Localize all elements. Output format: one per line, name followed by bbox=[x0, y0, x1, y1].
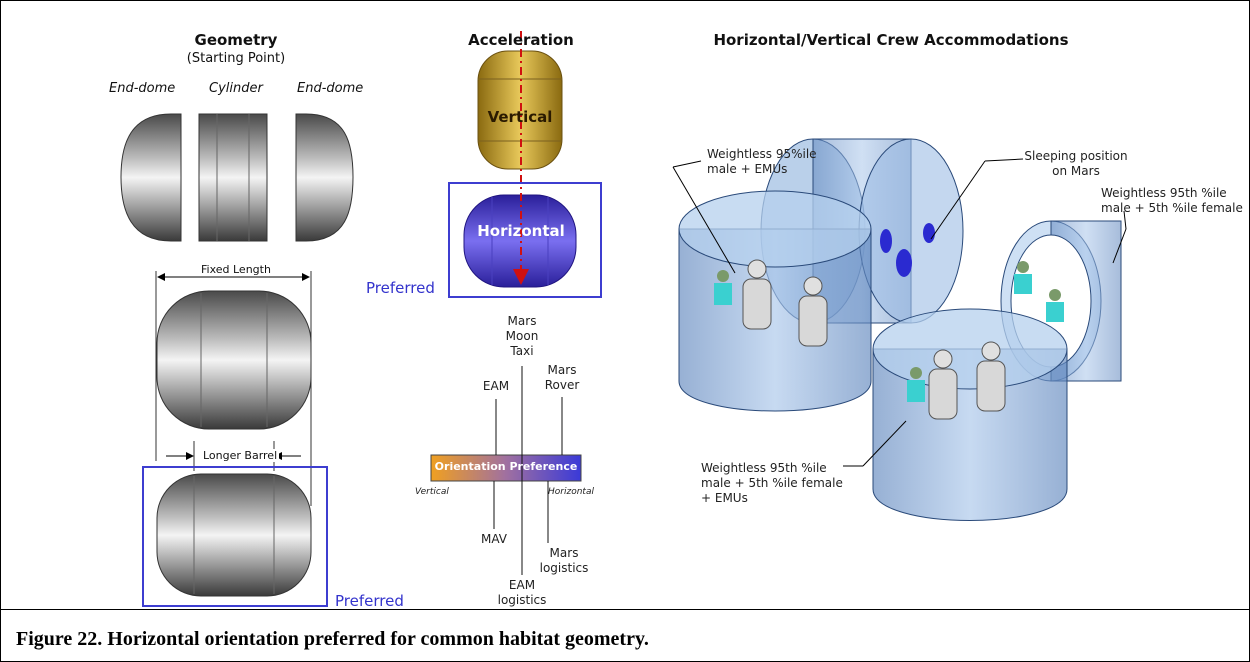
longer-barrel-preferred-box bbox=[142, 466, 328, 607]
orientation-mav: MAV bbox=[480, 532, 507, 546]
end-dome-right-label: End-dome bbox=[297, 81, 364, 96]
end-dome-left-label: End-dome bbox=[109, 81, 176, 96]
caption-divider bbox=[1, 609, 1249, 610]
orientation-eam: EAM bbox=[482, 379, 510, 393]
crew-title: Horizontal/Vertical Crew Accommodations bbox=[713, 31, 1069, 49]
orientation-right-end: Horizontal bbox=[548, 487, 594, 497]
acceleration-preferred-label: Preferred bbox=[366, 279, 435, 297]
orientation-mars-rover: Mars Rover bbox=[544, 363, 580, 392]
callout-weightless-95-male-5-female: Weightless 95th %ile male + 5th %ile fem… bbox=[1101, 186, 1243, 215]
longer-barrel-module bbox=[156, 473, 312, 597]
callout-weightless-95-male-5-female-emus: Weightless 95th %ile male + 5th %ile fem… bbox=[701, 461, 843, 505]
orientation-left-end: Vertical bbox=[415, 487, 449, 497]
geometry-subtitle: (Starting Point) bbox=[186, 51, 286, 66]
fixed-length-module bbox=[156, 290, 312, 430]
vertical-label: Vertical bbox=[487, 108, 553, 126]
callout-sleeping-position: Sleeping position on Mars bbox=[1024, 149, 1128, 178]
end-dome-left bbox=[120, 113, 182, 242]
orientation-mars-logistics: Mars logistics bbox=[539, 546, 589, 575]
orientation-bar-label: Orientation Preference bbox=[434, 460, 578, 473]
fixed-length-label: Fixed Length bbox=[199, 263, 273, 276]
geometry-preferred-label: Preferred bbox=[335, 592, 404, 610]
geometry-title: Geometry bbox=[194, 31, 278, 49]
figure-caption: Figure 22. Horizontal orientation prefer… bbox=[16, 628, 649, 650]
horizontal-preferred-box bbox=[448, 182, 602, 298]
orientation-mars-moon-taxi: Mars Moon Taxi bbox=[505, 314, 539, 358]
cylinder-label: Cylinder bbox=[209, 81, 263, 96]
cylinder-segment bbox=[198, 113, 268, 242]
longer-barrel-label: Longer Barrel bbox=[201, 449, 280, 462]
end-dome-right bbox=[295, 113, 354, 242]
orientation-bar bbox=[430, 454, 582, 482]
orientation-eam-logistics: EAM logistics bbox=[497, 578, 547, 607]
callout-weightless-95-male-emus: Weightless 95%ile male + EMUs bbox=[707, 147, 817, 176]
acceleration-title: Acceleration bbox=[468, 31, 574, 49]
horizontal-label: Horizontal bbox=[477, 222, 565, 240]
